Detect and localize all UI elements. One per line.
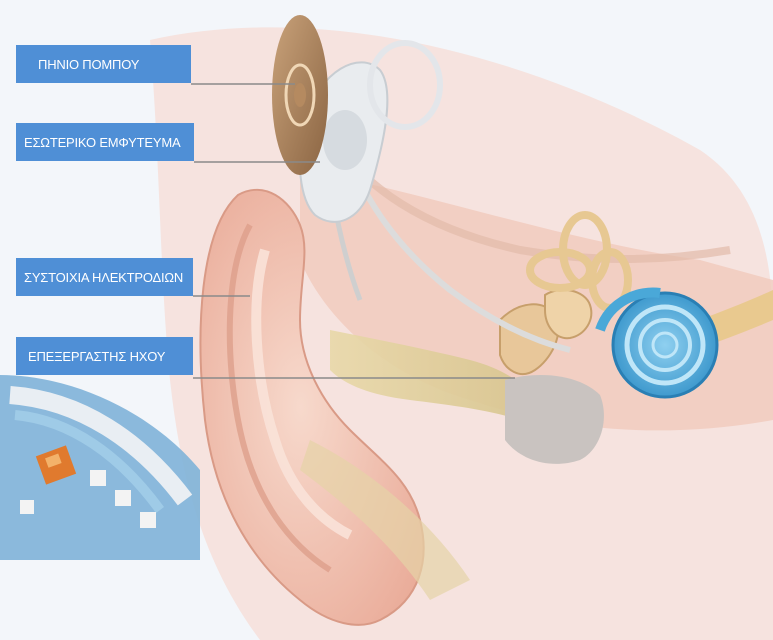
label-internal-implant: ΕΣΩΤΕΡΙΚΟ ΕΜΦΥΤΕΥΜΑ [16,123,194,161]
middle-ear [505,375,604,464]
electrode-closeup-inset [0,375,200,560]
label-transmitter-coil: ΠΗΝΙΟ ΠΟΜΠΟΥ [16,45,191,83]
label-sound-processor: ΕΠΕΞΕΡΓΑΣΤΗΣ ΗΧΟΥ [16,337,193,375]
label-electrode-array: ΣΥΣΤΟΙΧΙΑ ΗΛΕΚΤΡΟΔΙΩΝ [16,258,193,296]
ossicle-2 [545,290,591,338]
